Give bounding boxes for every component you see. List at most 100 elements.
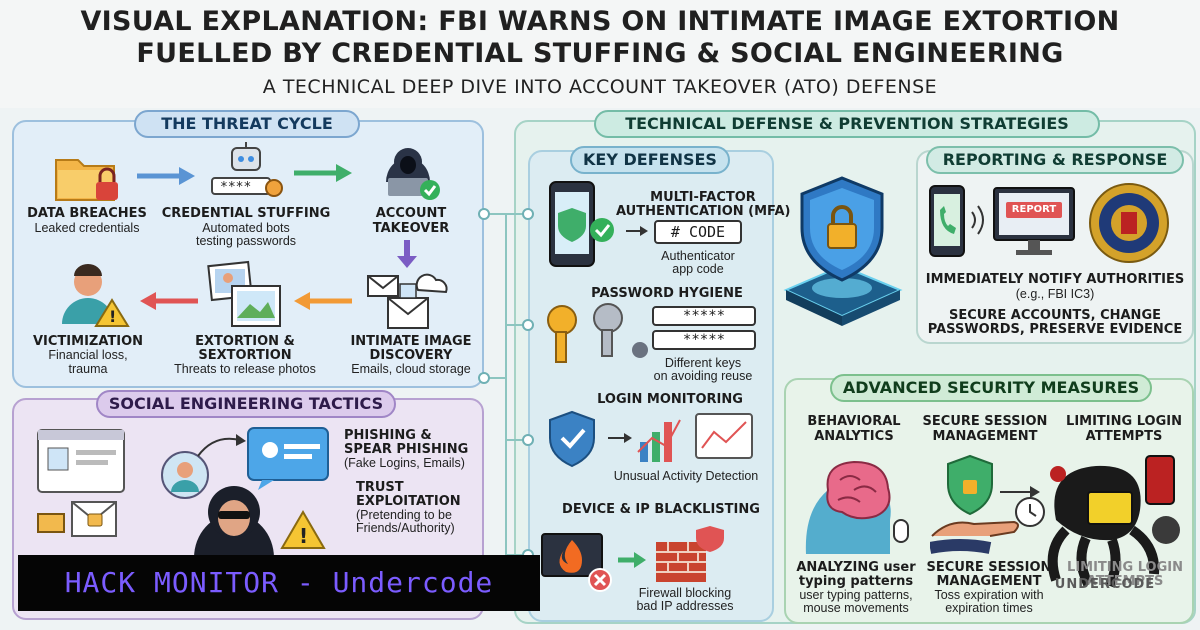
mfa-title-2: AUTHENTICATION (MFA) (616, 204, 791, 219)
title-line-2: FUELLED BY CREDENTIAL STUFFING & SOCIAL … (136, 38, 1064, 69)
arrow-left-icon (294, 292, 352, 310)
report-badge-text: REPORT (1011, 204, 1057, 215)
step-extortion-title-1: EXTORTION & (195, 334, 295, 349)
report-monitor-icon (993, 187, 1075, 255)
keys-icon (547, 303, 648, 363)
step-credential-stuffing-desc-2: testing passwords (195, 234, 297, 248)
mfa-code-box: # CODE (654, 220, 742, 244)
svg-text:!: ! (109, 307, 116, 326)
mfa-code-text: # CODE (670, 223, 726, 241)
adv-col-1-title-2: ANALYTICS (814, 429, 894, 444)
hacker-laptop-icon (386, 148, 440, 200)
arrow-left-icon (140, 292, 198, 310)
report-line-2: (e.g., FBI IC3) (1015, 287, 1095, 301)
step-credential-stuffing-desc-1: Automated bots (202, 221, 290, 235)
adv-bottom-2-title-2: MANAGEMENT (936, 574, 1042, 589)
arrow-right-icon (294, 164, 352, 182)
adv-col-2-title-2: MANAGEMENT (932, 429, 1038, 444)
central-lock-shield-icon (783, 176, 903, 326)
report-line-1: IMMEDIATELY NOTIFY AUTHORITIES (925, 272, 1185, 287)
phishing-title-1: PHISHING & (344, 428, 432, 443)
password-desc-2: on avoiding reuse (653, 369, 753, 383)
adv-bottom-1-title-2: typing patterns (798, 574, 914, 589)
password-field-2-text: ***** (682, 332, 726, 348)
session-shield-hand-icon (930, 454, 1045, 554)
step-data-breaches-desc: Leaked credentials (34, 221, 140, 235)
password-desc-1: Different keys (664, 356, 742, 370)
blacklisting-desc-2: bad IP addresses (636, 599, 734, 613)
hack-monitor-banner: HACK MONITOR - Undercode (18, 555, 540, 611)
step-image-discovery-title-1: INTIMATE IMAGE (350, 334, 472, 349)
adv-bottom-2-title-1: SECURE SESSION (926, 560, 1052, 575)
user-avatar-icon (161, 451, 209, 499)
step-account-takeover-title-2: TAKEOVER (372, 221, 450, 236)
advanced-measures-title: ADVANCED SECURITY MEASURES (830, 374, 1152, 402)
trust-title-1: TRUST (356, 480, 404, 495)
step-extortion-desc: Threats to release photos (174, 362, 316, 376)
mfa-desc-2: app code (672, 262, 724, 276)
svg-text:!: ! (299, 524, 308, 548)
robot-icon: **** (211, 142, 283, 197)
monitoring-shield-chart-icon (549, 410, 753, 468)
adv-col-1-title-1: BEHAVIORAL (807, 414, 901, 429)
trust-desc-2: Friends/Authority) (356, 521, 455, 535)
step-victimization-desc-1: Financial loss, (48, 348, 128, 362)
report-badge: REPORT (1006, 202, 1062, 218)
phone-call-icon (929, 185, 984, 257)
step-credential-stuffing-title: CREDENTIAL STUFFING (161, 206, 331, 221)
adv-bottom-1-desc-1: user typing patterns, (799, 588, 913, 602)
step-data-breaches-title: DATA BREACHES (27, 206, 147, 221)
report-line-4: PASSWORDS, PRESERVE EVIDENCE (927, 322, 1183, 337)
header: VISUAL EXPLANATION: FBI WARNS ON INTIMAT… (0, 0, 1200, 108)
step-image-discovery-desc: Emails, cloud storage (351, 362, 471, 376)
chat-bubble-icon (247, 427, 329, 490)
folder-lock-icon (55, 159, 118, 201)
social-engineering-title: SOCIAL ENGINEERING TACTICS (96, 390, 396, 418)
key-defenses-title: KEY DEFENSES (570, 146, 730, 174)
octopus-hacker-icon (1047, 455, 1180, 588)
victim-warning-icon: ! (62, 264, 130, 327)
technical-defense-title: TECHNICAL DEFENSE & PREVENTION STRATEGIE… (594, 110, 1100, 138)
adv-bottom-3-title-2: ATTEMPTS (1086, 574, 1164, 589)
photos-icon (207, 260, 281, 327)
login-monitoring-title: LOGIN MONITORING (597, 392, 743, 407)
step-extortion-title-2: SEXTORTION (198, 348, 292, 363)
reporting-title: REPORTING & RESPONSE (926, 146, 1184, 174)
svg-text:****: **** (220, 180, 251, 195)
arrow-right-icon (626, 226, 648, 236)
mfa-title-1: MULTI-FACTOR (650, 190, 756, 205)
adv-bottom-3-title-1: LIMITING LOGIN (1067, 560, 1183, 575)
blacklisting-title: DEVICE & IP BLACKLISTING (562, 502, 760, 517)
fbi-seal-icon (1089, 183, 1169, 263)
hooded-hacker-icon (194, 486, 274, 558)
adv-bottom-1-desc-2: mouse movements (803, 601, 909, 615)
email-cloud-icon (367, 273, 448, 329)
adv-bottom-1-title-1: ANALYZING user (796, 560, 916, 575)
login-monitoring-desc: Unusual Activity Detection (613, 469, 759, 483)
phishing-title-2: SPEAR PHISHING (344, 442, 469, 457)
adv-bottom-2-desc-1: Toss expiration with (934, 588, 1044, 602)
fake-login-browser-icon (37, 429, 125, 493)
report-line-3: SECURE ACCOUNTS, CHANGE (949, 308, 1161, 323)
password-hygiene-title: PASSWORD HYGIENE (591, 286, 743, 301)
adv-col-3-title-2: ATTEMPTS (1085, 429, 1163, 444)
banner-text: HACK MONITOR - Undercode (64, 566, 494, 599)
mfa-desc-1: Authenticator (661, 249, 735, 263)
adv-col-2-title-1: SECURE SESSION (922, 414, 1048, 429)
brain-analytics-icon (805, 460, 909, 554)
arrow-right-icon (137, 167, 195, 185)
trust-desc-1: (Pretending to be (356, 508, 452, 522)
threat-cycle-title: THE THREAT CYCLE (134, 110, 360, 138)
title-line-1: VISUAL EXPLANATION: FBI WARNS ON INTIMAT… (80, 6, 1120, 37)
arrow-curve-icon (197, 434, 246, 457)
password-field-1-text: ***** (682, 308, 726, 324)
subtitle: A TECHNICAL DEEP DIVE INTO ACCOUNT TAKEO… (262, 76, 938, 98)
password-field-1: ***** (652, 306, 756, 326)
adv-col-3-title-1: LIMITING LOGIN (1066, 414, 1182, 429)
adv-bottom-2-desc-2: expiration times (945, 601, 1033, 615)
firewall-blacklist-icon (541, 526, 724, 592)
password-field-2: ***** (652, 330, 756, 350)
warning-triangle-icon: ! (280, 510, 326, 549)
step-account-takeover-title-1: ACCOUNT (375, 206, 447, 221)
email-lock-icon (37, 501, 117, 537)
